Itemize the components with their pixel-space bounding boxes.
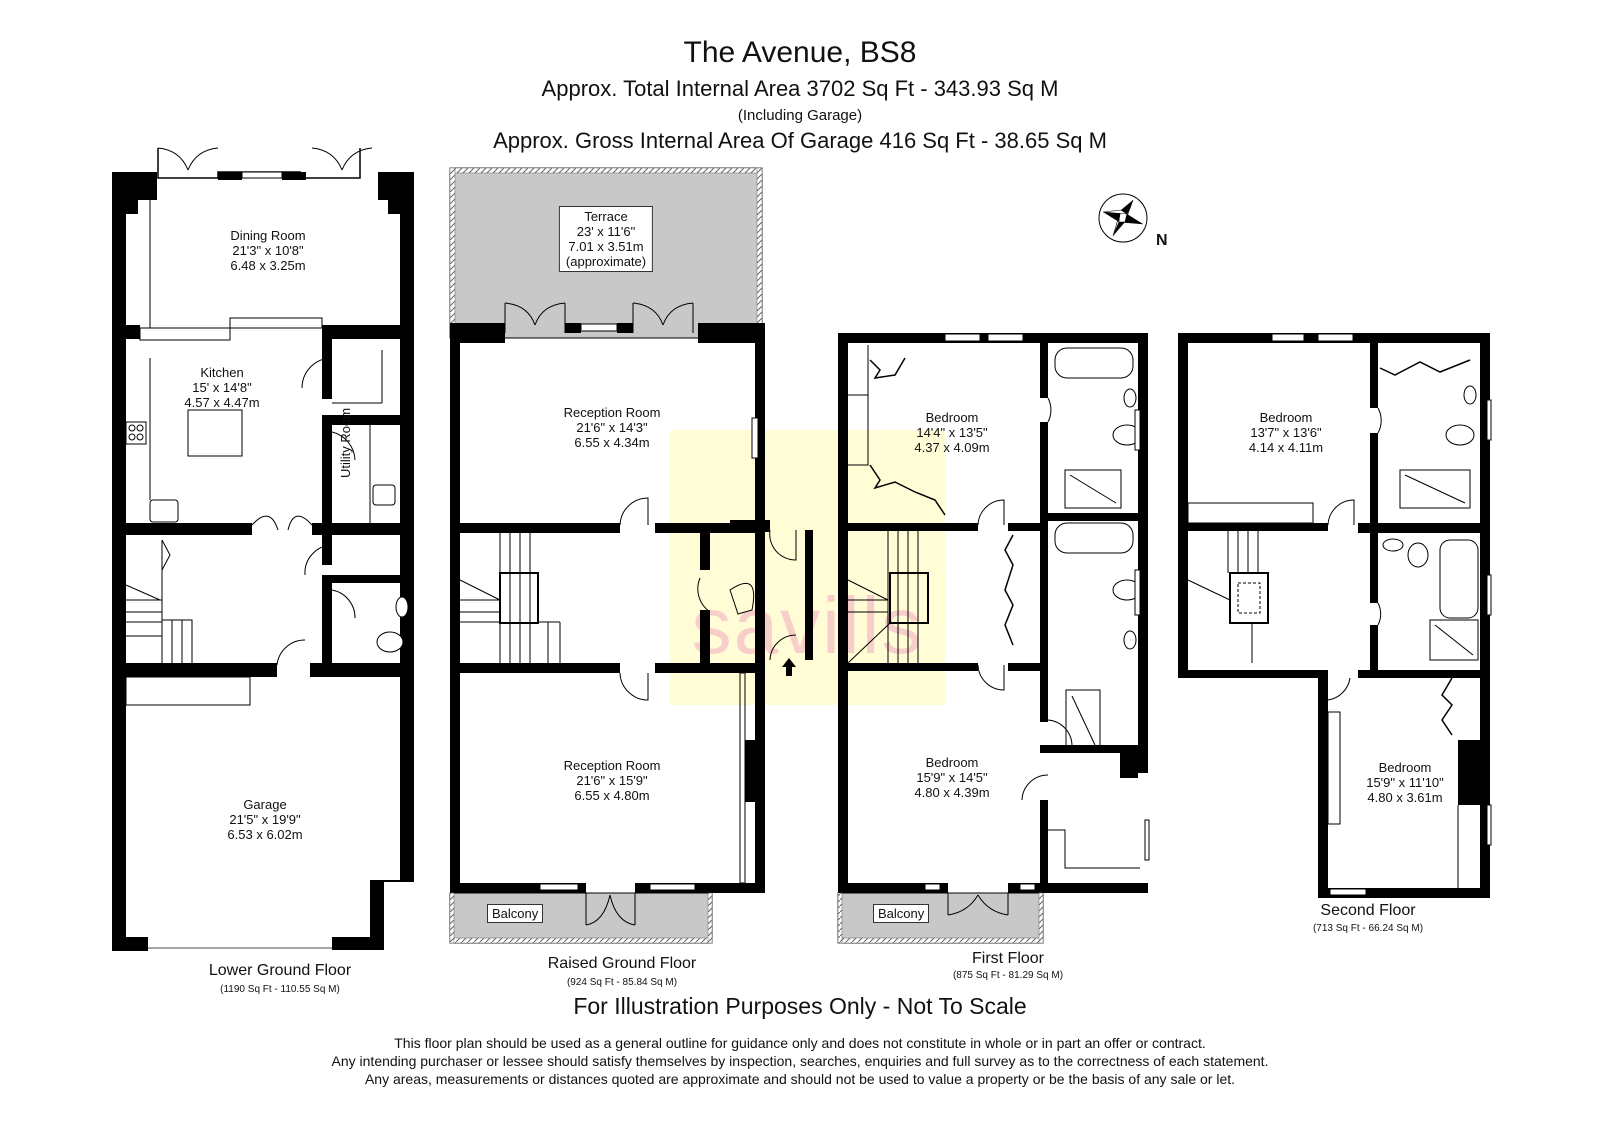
floor-name-raised-ground: Raised Ground Floor	[547, 955, 697, 972]
room-dims-metric: 4.37 x 4.09m	[914, 440, 990, 455]
illustration-note: For Illustration Purposes Only - Not To …	[573, 993, 1027, 1019]
room-dims-imperial: 21'6" x 14'3"	[576, 420, 648, 435]
room-dims-imperial: 21'5" x 19'9"	[229, 812, 301, 827]
garage-area: Approx. Gross Internal Area Of Garage 41…	[493, 128, 1107, 153]
room-dims-imperial: 14'4" x 13'5"	[916, 425, 988, 440]
floor-name-lower-ground: Lower Ground Floor	[208, 962, 352, 979]
room-dims-metric: 6.55 x 4.34m	[574, 435, 650, 450]
disclaimer-line: This floor plan should be used as a gene…	[394, 1035, 1206, 1051]
room-label-balcony-first: Balcony	[873, 904, 930, 923]
floor-area-second: (713 Sq Ft - 66.24 Sq M)	[1312, 923, 1424, 934]
floor-area-raised-ground: (924 Sq Ft - 85.84 Sq M)	[566, 977, 678, 988]
disclaimer-line: Any intending purchaser or lessee should…	[331, 1053, 1269, 1069]
room-label-terrace: Terrace 23' x 11'6" 7.01 x 3.51m (approx…	[558, 206, 654, 272]
plan-title: The Avenue, BS8	[683, 36, 917, 69]
room-dims-imperial: 15'9" x 14'5"	[916, 770, 988, 785]
room-label-utility: Utility Room	[338, 407, 353, 478]
room-label-bedroom-2f-1: Bedroom 13'7" x 13'6" 4.14 x 4.11m	[1249, 410, 1323, 455]
room-label-reception-2: Reception Room 21'6" x 15'9" 6.55 x 4.80…	[564, 758, 661, 803]
lower-ground-floor-plan	[112, 147, 414, 951]
room-label-bedroom-1f-1: Bedroom 14'4" x 13'5" 4.37 x 4.09m	[914, 410, 989, 455]
raised-ground-floor-plan	[449, 167, 813, 944]
room-name: Dining Room	[230, 228, 306, 243]
first-floor-plan	[837, 333, 1150, 944]
room-dims-imperial: 13'7" x 13'6"	[1250, 425, 1322, 440]
floor-area-first: (875 Sq Ft - 81.29 Sq M)	[952, 970, 1064, 981]
disclaimer: This floor plan should be used as a gene…	[0, 1034, 1600, 1088]
total-internal-area: Approx. Total Internal Area 3702 Sq Ft -…	[541, 76, 1059, 101]
room-name: Bedroom	[925, 410, 979, 425]
disclaimer-line: Any areas, measurements or distances quo…	[364, 1071, 1236, 1087]
room-dims-imperial: 15' x 14'8"	[192, 380, 252, 395]
room-label-garage: Garage 21'5" x 19'9" 6.53 x 6.02m	[227, 797, 302, 842]
room-dims-metric: 6.48 x 3.25m	[230, 258, 306, 273]
room-name: Bedroom	[925, 755, 979, 770]
room-label-bedroom-2f-2: Bedroom 15'9" x 11'10" 4.80 x 3.61m	[1366, 760, 1444, 805]
room-name: Reception Room	[563, 758, 661, 773]
room-note: (approximate)	[565, 254, 647, 269]
room-label-reception-1: Reception Room 21'6" x 14'3" 6.55 x 4.34…	[564, 405, 661, 450]
room-dims-metric: 4.80 x 3.61m	[1367, 790, 1443, 805]
compass-north-label: N	[1156, 232, 1168, 249]
room-name: Bedroom	[1378, 760, 1432, 775]
room-label-balcony-raised: Balcony	[487, 904, 544, 923]
room-dims-imperial: 21'6" x 15'9"	[576, 773, 648, 788]
room-name: Bedroom	[1259, 410, 1313, 425]
room-dims-metric: 6.55 x 4.80m	[574, 788, 650, 803]
room-label-kitchen: Kitchen 15' x 14'8" 4.57 x 4.47m	[184, 365, 259, 410]
room-dims-metric: 6.53 x 6.02m	[227, 827, 303, 842]
room-dims-imperial: 15'9" x 11'10"	[1366, 775, 1444, 790]
room-dims-imperial: 23' x 11'6"	[576, 224, 636, 239]
second-floor-plan	[1178, 333, 1492, 898]
room-dims-metric: 7.01 x 3.51m	[568, 239, 644, 254]
floor-name-first: First Floor	[972, 950, 1044, 967]
room-name: Reception Room	[563, 405, 661, 420]
room-name: Kitchen	[200, 365, 244, 380]
room-name: Terrace	[584, 209, 628, 224]
compass-rose-icon	[1098, 193, 1148, 243]
floor-name-second: Second Floor	[1320, 902, 1416, 919]
room-dims-metric: 4.80 x 4.39m	[914, 785, 990, 800]
room-dims-imperial: 21'3" x 10'8"	[232, 243, 304, 258]
floor-area-lower-ground: (1190 Sq Ft - 110.55 Sq M)	[220, 984, 340, 995]
room-dims-metric: 4.14 x 4.11m	[1248, 440, 1324, 455]
room-name: Garage	[243, 797, 287, 812]
room-dims-metric: 4.57 x 4.47m	[184, 395, 260, 410]
total-area-note: (Including Garage)	[737, 107, 863, 124]
room-label-bedroom-1f-2: Bedroom 15'9" x 14'5" 4.80 x 4.39m	[914, 755, 989, 800]
room-label-dining: Dining Room 21'3" x 10'8" 6.48 x 3.25m	[230, 228, 305, 273]
